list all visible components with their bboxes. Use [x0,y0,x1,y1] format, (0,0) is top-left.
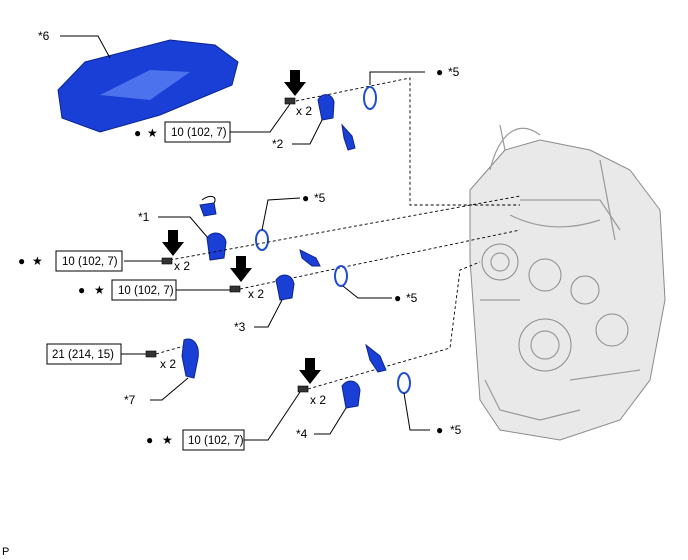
figure-code: P [2,546,9,558]
group-4: x 2 ● *5 ● ★ 10 (102, 7) *4 [146,261,481,451]
arrow-down-icon [284,70,306,96]
oring-4 [397,372,411,394]
group-7: 21 (214, 15) x 2 *7 [46,338,199,407]
bolt-icon [229,285,241,293]
cover-leader [60,35,111,59]
group-2: x 2 ● *5 ● ★ 10 (102, 7) *2 [134,65,520,206]
star-tb: ★ [32,254,43,268]
qty-1: x 2 [174,259,190,273]
torque-box-b [55,250,123,272]
arrow-down-icon [230,256,252,282]
torque-box-a [164,121,231,143]
torque-box-e [182,429,245,451]
oring-3 [334,265,348,287]
torque-box-c [111,279,177,301]
bracket-7 [181,338,199,379]
dot-tb: ● [18,254,25,268]
arrow-down-icon [162,230,184,256]
dot-5a: ● [436,65,443,79]
dot-5b: ● [302,191,309,205]
connector-3 [299,249,321,267]
dot-tc: ● [78,283,85,297]
cover-label: *6 [38,29,50,43]
connector-4 [365,343,387,373]
group-1: *1 ● *5 x 2 ● ★ 10 (102, 7) [18,191,521,273]
bolt-icon [297,385,309,393]
engine-illustration [469,124,666,441]
bolt-icon [145,350,157,358]
sensor-4 [341,380,361,409]
dot-5c: ● [394,291,401,305]
oring-a-label: *5 [448,65,460,79]
oring-b-label: *5 [314,191,326,205]
star-ta: ★ [147,126,158,140]
part-3-label: *3 [234,320,246,334]
sensor-3 [275,274,295,301]
torque-e: 10 (102, 7) [188,435,244,447]
dot-5d: ● [436,423,443,437]
sensor-2 [317,94,335,121]
part-4-label: *4 [296,427,308,441]
torque-c: 10 (102, 7) [118,285,174,297]
part-1-label: *1 [138,210,150,224]
oring-2 [363,86,377,110]
star-te: ★ [162,433,173,447]
dot-ta: ● [134,126,141,140]
oring-c-label: *5 [406,291,418,305]
oring-d-label: *5 [450,423,462,437]
connector-1 [199,202,217,217]
star-tc: ★ [94,283,105,297]
qty-3: x 2 [248,287,264,301]
group-3: x 2 ● *5 ● ★ 10 (102, 7) *3 [78,229,521,334]
torque-b: 10 (102, 7) [62,256,118,268]
qty-7: x 2 [160,357,176,371]
qty-2: x 2 [296,104,312,118]
torque-d: 21 (214, 15) [52,349,114,361]
torque-a: 10 (102, 7) [171,127,227,139]
engine-cover [57,39,239,133]
arrow-down-icon [299,358,321,384]
connector-2 [341,123,356,151]
part-7-label: *7 [124,393,136,407]
bolt-icon [161,257,173,265]
sensor-1 [206,232,227,261]
qty-4: x 2 [310,393,326,407]
part-2-label: *2 [272,137,284,151]
dot-te: ● [146,433,153,447]
bolt-icon [284,97,296,105]
oring-1 [255,229,269,251]
